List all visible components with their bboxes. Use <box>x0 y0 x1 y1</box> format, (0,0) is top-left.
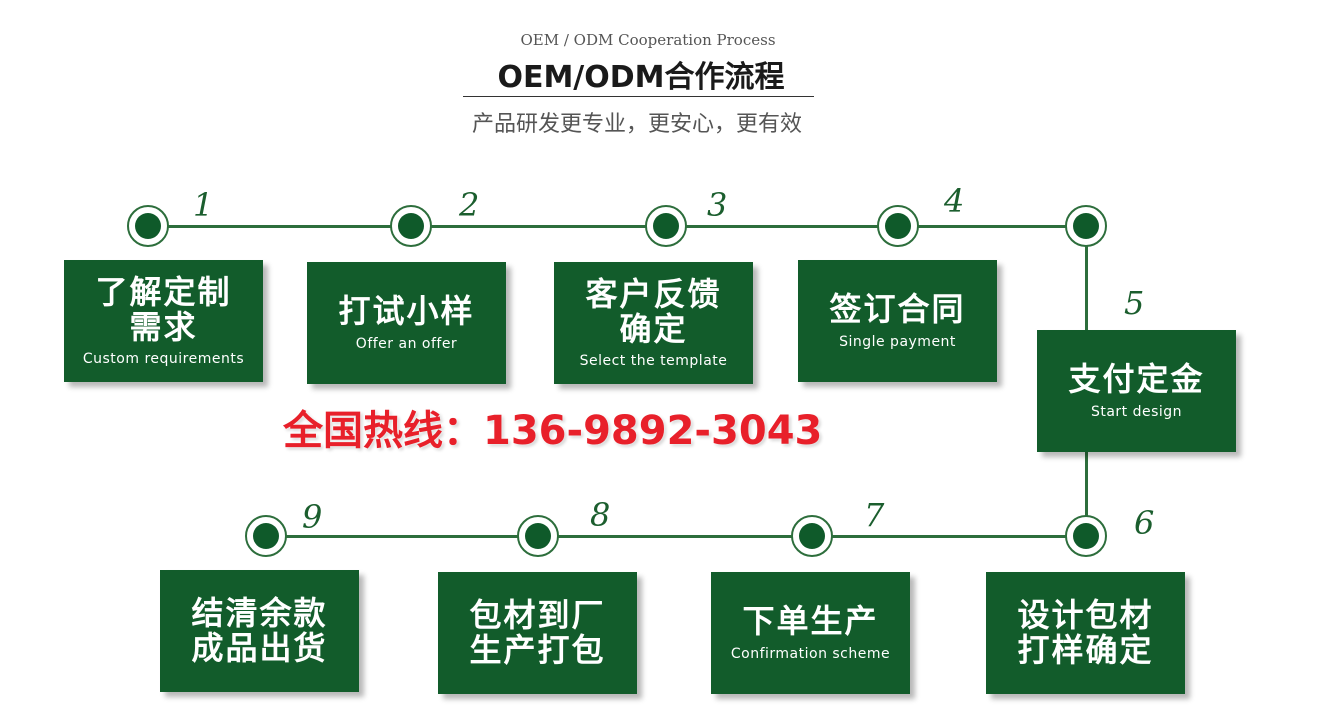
step-9-node <box>245 515 287 557</box>
step-4-subtitle: Single payment <box>839 333 956 350</box>
step-1-node <box>127 205 169 247</box>
title-underline <box>463 96 814 97</box>
step-2-node <box>390 205 432 247</box>
step-8-card: 包材到厂 生产打包 <box>438 572 637 694</box>
corner-node-top-right <box>1065 205 1107 247</box>
step-2-card: 打试小样 Offer an offer <box>307 262 506 384</box>
step-7-title: 下单生产 <box>742 602 879 641</box>
step-3-card: 客户反馈 确定 Select the template <box>554 262 753 384</box>
step-5-number: 5 <box>1124 284 1145 322</box>
step-3-title: 客户反馈 确定 <box>585 274 722 348</box>
step-1-card: 了解定制 需求 Custom requirements <box>64 260 263 382</box>
step-9-card: 结清余款 成品出货 <box>160 570 359 692</box>
step-6-node <box>1065 515 1107 557</box>
step-2-title: 打试小样 <box>338 292 475 331</box>
step-3-node <box>645 205 687 247</box>
step-8-number: 8 <box>590 496 611 534</box>
step-9-title: 结清余款 成品出货 <box>191 593 328 667</box>
step-8-title: 包材到厂 生产打包 <box>469 595 606 669</box>
step-5-title: 支付定金 <box>1068 360 1205 399</box>
hotline-text: 全国热线：136-9892-3043 <box>283 408 823 454</box>
tagline: 产品研发更专业，更安心，更有效 <box>471 112 802 137</box>
step-7-subtitle: Confirmation scheme <box>730 645 891 662</box>
step-4-number: 4 <box>944 182 965 220</box>
step-6-title: 设计包材 打样确定 <box>1017 595 1154 669</box>
step-9-number: 9 <box>302 498 323 536</box>
subtitle-english: OEM / ODM Cooperation Process <box>520 31 776 49</box>
step-1-subtitle: Custom requirements <box>82 351 245 368</box>
step-2-subtitle: Offer an offer <box>355 335 458 352</box>
top-connector-line <box>148 225 1086 228</box>
page-title: OEM/ODM合作流程 <box>497 60 785 95</box>
step-6-number: 6 <box>1134 504 1155 542</box>
step-5-subtitle: Start design <box>1090 403 1183 420</box>
step-4-node <box>877 205 919 247</box>
step-4-title: 签订合同 <box>829 290 966 329</box>
step-4-card: 签订合同 Single payment <box>798 260 997 382</box>
bottom-connector-line <box>266 535 1087 538</box>
step-5-card: 支付定金 Start design <box>1037 330 1236 452</box>
step-1-title: 了解定制 需求 <box>95 272 232 346</box>
step-1-number: 1 <box>193 186 214 224</box>
step-7-card: 下单生产 Confirmation scheme <box>711 572 910 694</box>
step-3-subtitle: Select the template <box>579 353 728 370</box>
step-2-number: 2 <box>459 186 480 224</box>
step-3-number: 3 <box>707 186 728 224</box>
step-6-card: 设计包材 打样确定 <box>986 572 1185 694</box>
step-7-number: 7 <box>864 496 885 534</box>
step-7-node <box>791 515 833 557</box>
step-8-node <box>517 515 559 557</box>
